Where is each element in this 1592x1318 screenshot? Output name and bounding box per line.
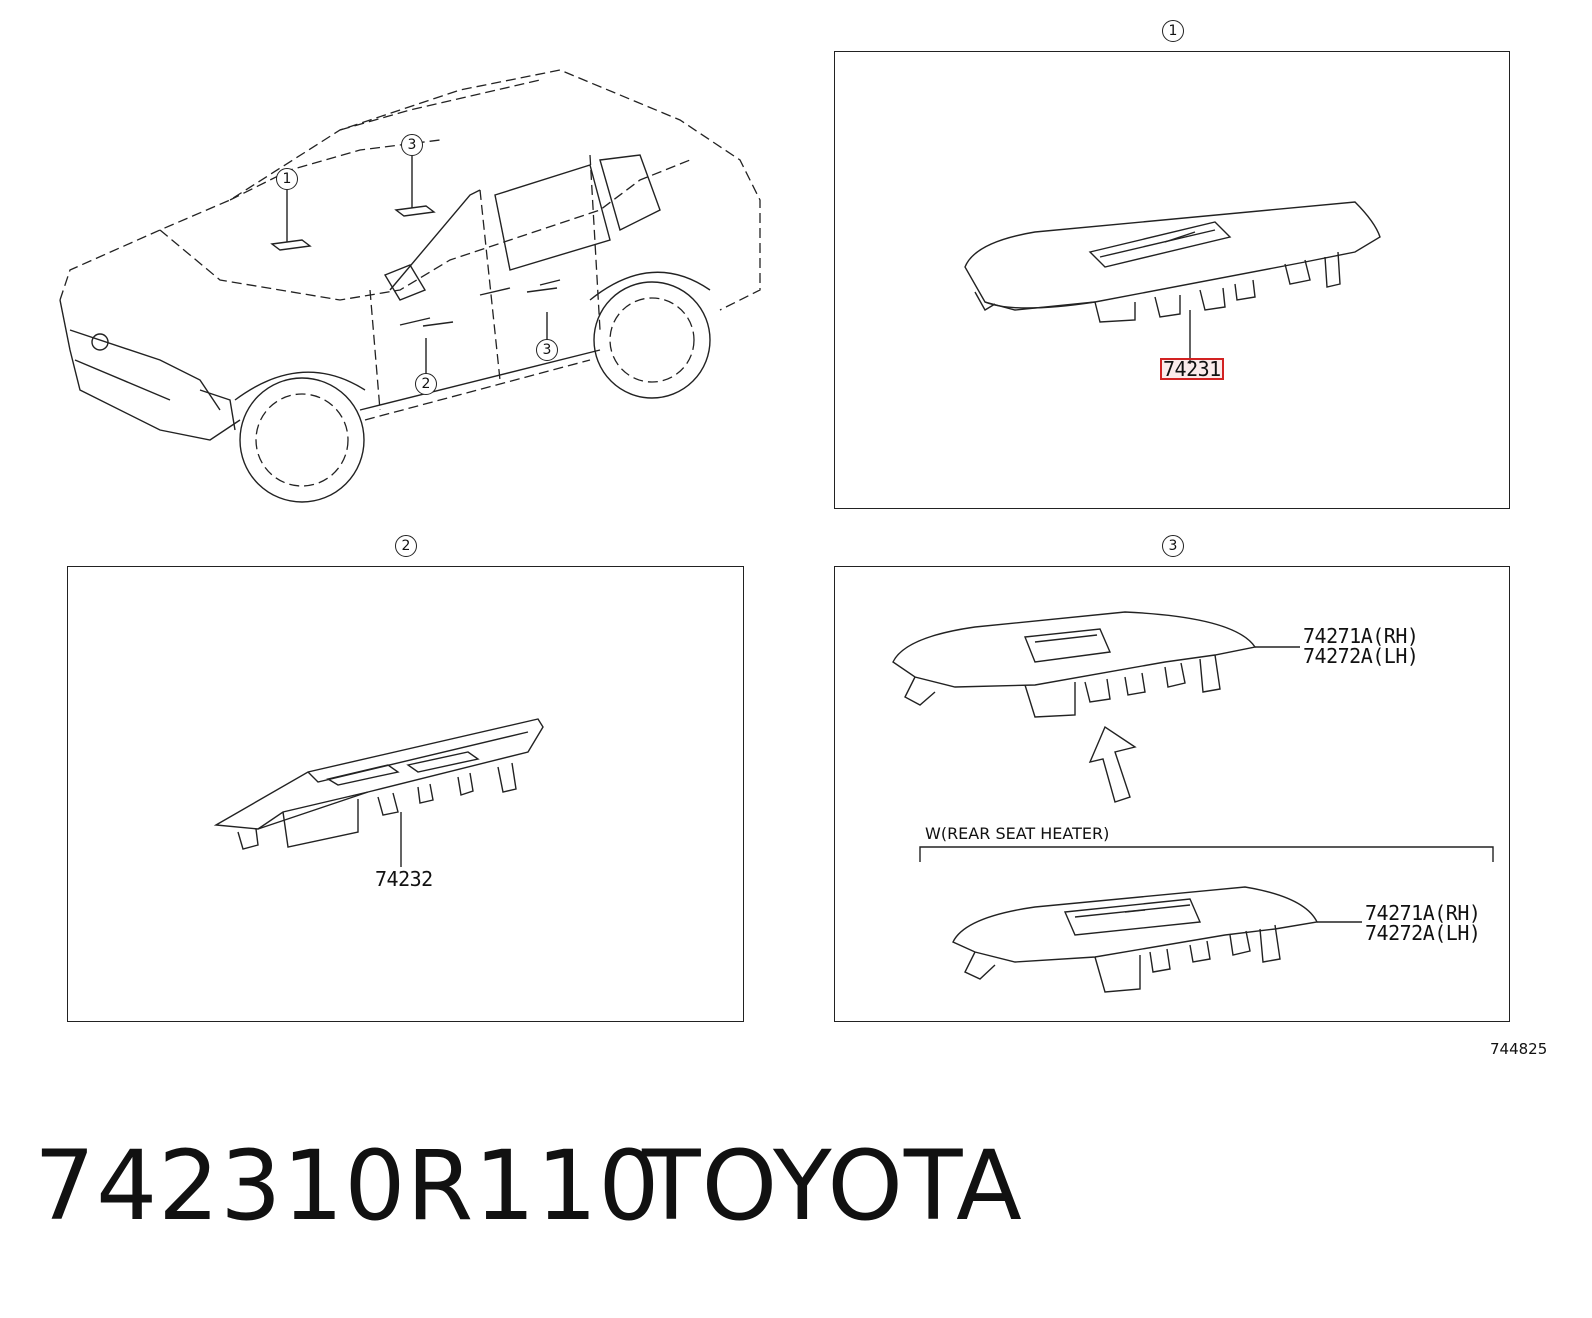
callout-3-vehicle-rear: 3: [536, 339, 558, 361]
switch-base-rear-drawing: [892, 611, 1494, 993]
callout-2-vehicle: 2: [415, 373, 437, 395]
footer-part-number: 742310R110: [34, 1130, 661, 1242]
part-74271A-lower-label[interactable]: 74271A(RH): [1365, 901, 1481, 925]
part-74272A-upper-label[interactable]: 74272A(LH): [1303, 644, 1419, 668]
panel-1-callout: 1: [1162, 20, 1184, 42]
part-74231-label[interactable]: 74231: [1160, 358, 1224, 380]
switch-base-74232-drawing: [213, 718, 544, 867]
panel-3: 74271A(RH) 74272A(LH) W(REAR SEAT HEATER…: [834, 566, 1510, 1022]
switch-base-74231-drawing: [964, 201, 1381, 364]
panel-3-callout: 3: [1162, 535, 1184, 557]
callout-1-vehicle: 1: [276, 168, 298, 190]
footer-brand: TOYOTA: [642, 1130, 1023, 1242]
panel-2-callout: 2: [395, 535, 417, 557]
part-74232-label[interactable]: 74232: [375, 867, 433, 891]
callout-3-vehicle-front: 3: [401, 134, 423, 156]
vehicle-drawing: [59, 69, 761, 503]
condition-note: W(REAR SEAT HEATER): [925, 824, 1110, 843]
panel-2: 74232: [67, 566, 744, 1022]
diagram-reference: 744825: [1490, 1040, 1548, 1058]
part-74272A-lower-label[interactable]: 74272A(LH): [1365, 921, 1481, 945]
panel-1: 74231: [834, 51, 1510, 509]
part-74271A-upper-label[interactable]: 74271A(RH): [1303, 624, 1419, 648]
vehicle-overview: 1 3 2 3: [40, 60, 780, 503]
